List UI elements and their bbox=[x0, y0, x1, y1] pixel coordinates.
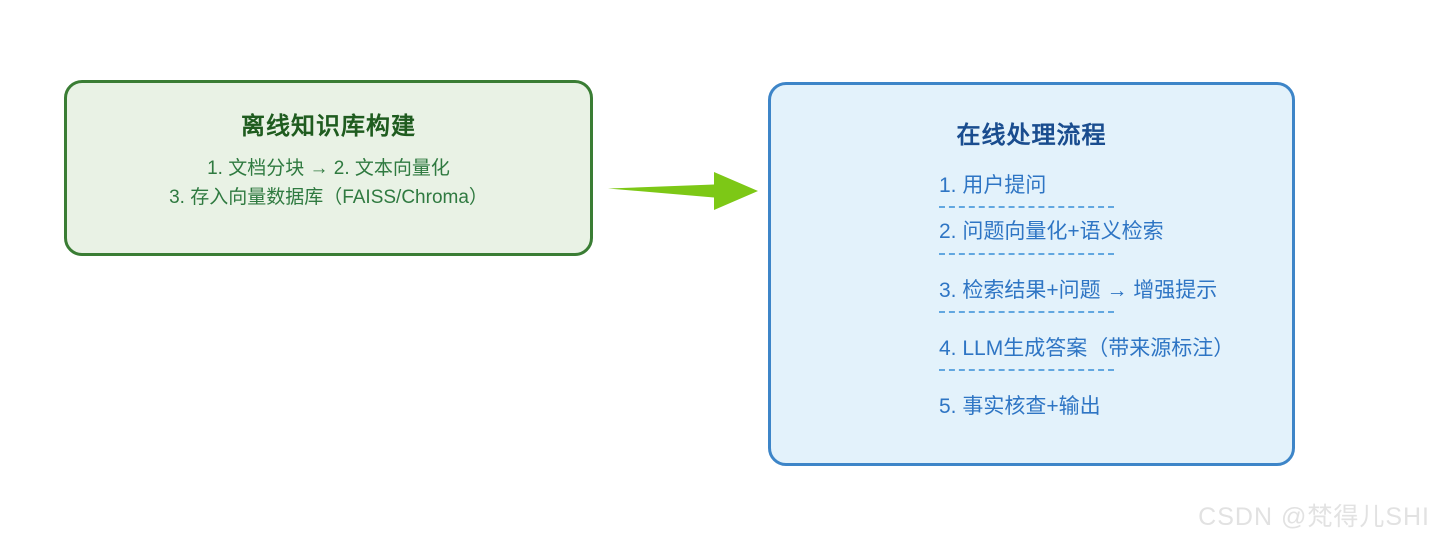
csdn-watermark: CSDN @梵得儿SHI bbox=[1198, 503, 1430, 531]
offline-box-line-1: 1. 文档分块 → 2. 文本向量化 bbox=[207, 157, 450, 179]
arrow-right-icon bbox=[608, 172, 758, 210]
step-separator bbox=[939, 369, 1114, 372]
list-item: 1. 用户提问 bbox=[939, 172, 1292, 209]
online-step-5: 5. 事实核查+输出 bbox=[939, 395, 1101, 419]
online-box-title: 在线处理流程 bbox=[956, 122, 1107, 149]
online-step-3: 3. 检索结果+问题 → 增强提示 bbox=[939, 278, 1218, 302]
online-step-list: 1. 用户提问 2. 问题向量化+语义检索 3. 检索结果+问题 → 增强提示 … bbox=[771, 172, 1292, 422]
offline-knowledge-base-box: 离线知识库构建 1. 文档分块 → 2. 文本向量化 3. 存入向量数据库（FA… bbox=[64, 80, 593, 256]
list-item: 5. 事实核查+输出 bbox=[939, 393, 1292, 421]
list-item: 4. LLM生成答案（带来源标注） bbox=[939, 335, 1292, 372]
online-step-2: 2. 问题向量化+语义检索 bbox=[939, 220, 1164, 244]
step-separator bbox=[939, 311, 1114, 314]
online-step-1: 1. 用户提问 bbox=[939, 174, 1047, 197]
online-step-4: 4. LLM生成答案（带来源标注） bbox=[939, 337, 1235, 361]
offline-box-line-2: 3. 存入向量数据库（FAISS/Chroma） bbox=[169, 187, 488, 209]
list-item: 2. 问题向量化+语义检索 bbox=[939, 218, 1292, 255]
offline-box-title: 离线知识库构建 bbox=[241, 113, 416, 140]
online-process-flow-box: 在线处理流程 1. 用户提问 2. 问题向量化+语义检索 3. 检索结果+问题 … bbox=[768, 82, 1295, 466]
step-separator bbox=[939, 252, 1114, 255]
list-item: 3. 检索结果+问题 → 增强提示 bbox=[939, 277, 1292, 314]
step-separator bbox=[939, 206, 1114, 209]
flow-connector bbox=[606, 168, 762, 214]
